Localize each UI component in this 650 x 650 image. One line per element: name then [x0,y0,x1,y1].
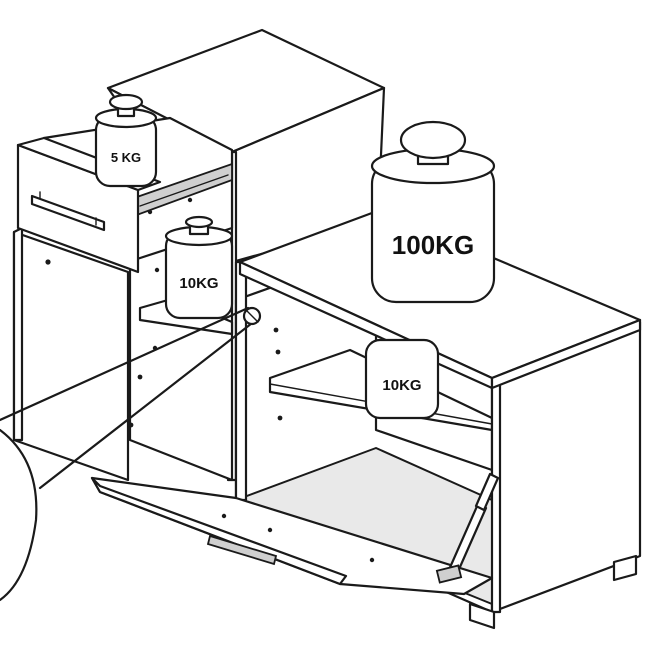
flap-door [90,476,494,596]
left-door-edge [12,226,24,442]
weight-5kg-knob [108,93,144,111]
flap-hole [369,557,375,563]
door-hinge-hole [45,259,51,265]
callout-circle [0,428,38,602]
weight-10kg-upper: 10KG [164,215,234,320]
weight-10kg-upper-knob [184,215,214,229]
weight-10kg-lower-label: 10KG [382,377,421,394]
side-hole [273,327,279,333]
left-door-panel [12,230,130,482]
callout-target-mark [245,309,259,323]
rail-screw [187,197,193,203]
weight-10kg-lower-body [364,338,440,420]
gas-strut-cylinder [474,472,500,512]
low-cabinet-top-side [490,318,642,390]
flap-hole [221,513,227,519]
weight-5kg-label: 5 KG [111,150,141,165]
side-hole [137,374,143,380]
detail-callout [0,306,262,602]
rail-screw [147,209,153,215]
side-hole [128,422,134,428]
weight-10kg-lower: 10KG [364,338,440,420]
gas-strut-mount [435,564,463,584]
low-cabinet-right-edge [490,376,502,614]
low-cabinet-front-edge [234,260,248,502]
side-hole [275,349,281,355]
flap-hole [267,527,273,533]
side-hole [277,415,283,421]
callout-line-top [0,306,250,422]
flap-door-edge [90,476,348,586]
foot [468,602,496,630]
drawer-handle [30,194,106,232]
side-hole [154,267,160,273]
foot [612,554,638,582]
gas-strut [435,472,500,584]
callout-line-bottom [38,318,258,490]
rail-line [139,174,229,207]
weight-100kg-label: 100KG [392,230,474,260]
left-door [12,226,160,482]
flap-hinge [206,534,278,566]
weight-5kg: 5 KG [94,93,158,188]
weight-10kg-upper-label: 10KG [179,275,218,292]
weight-100kg-knob [399,120,467,160]
weight-100kg: 100KG [370,120,496,304]
